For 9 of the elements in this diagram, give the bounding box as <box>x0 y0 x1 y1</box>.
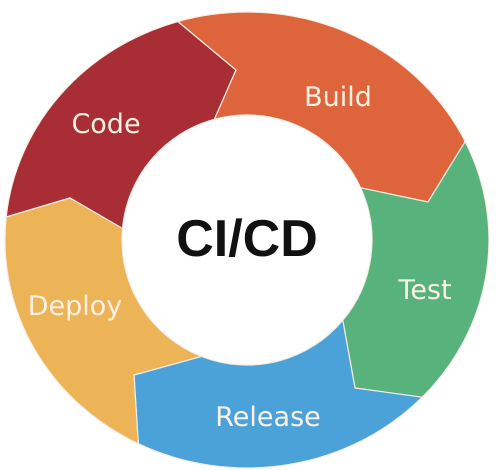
segment-label: Deploy <box>28 292 122 322</box>
segment-label: Build <box>304 83 372 113</box>
cycle-arrow-segment <box>177 12 466 202</box>
segment-label: Release <box>215 403 321 433</box>
center-label: CI/CD <box>176 211 318 269</box>
cycle-arrow-segment <box>134 320 423 468</box>
segment-label: Code <box>71 110 141 140</box>
segment-label: Test <box>398 276 452 306</box>
cycle-arrow-segment <box>342 141 489 398</box>
